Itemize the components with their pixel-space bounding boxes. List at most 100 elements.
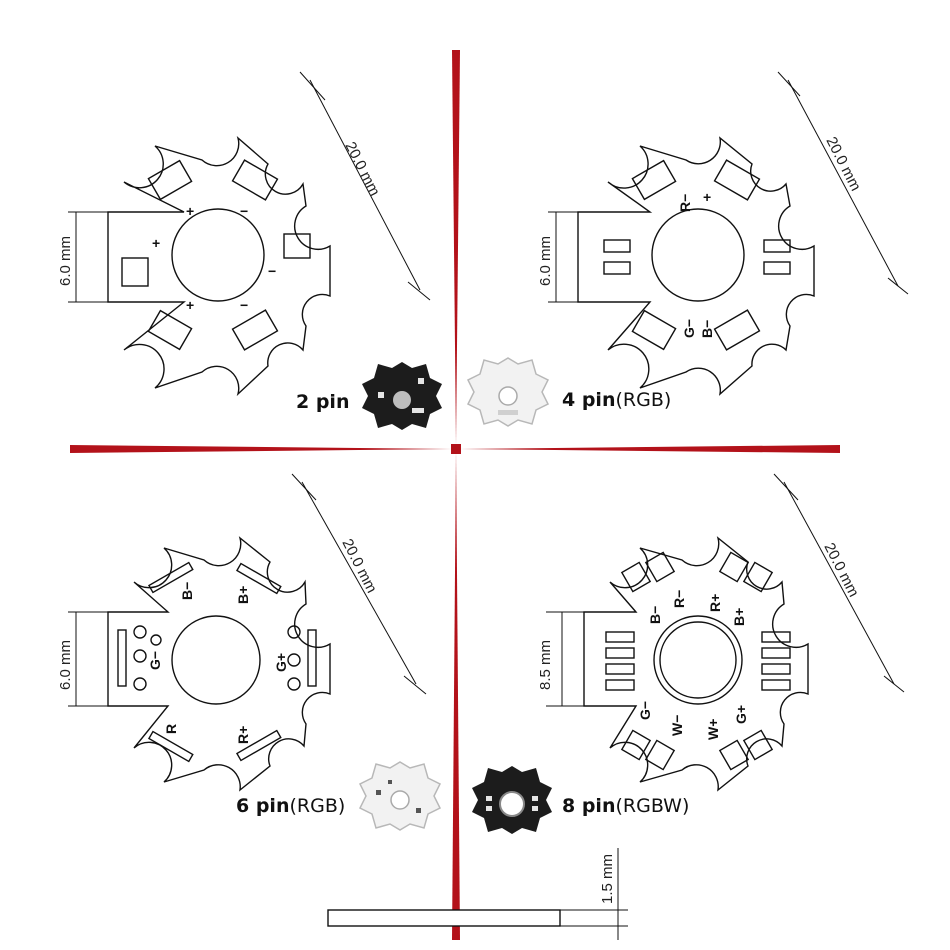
pad-hole bbox=[287, 677, 301, 691]
caption-6pin: 6 pin(RGB) bbox=[236, 795, 345, 817]
board-4pin-outline bbox=[577, 136, 815, 396]
pad bbox=[718, 739, 750, 771]
pad bbox=[283, 233, 311, 259]
board-4pin-led-pad bbox=[651, 208, 745, 302]
pad bbox=[631, 159, 677, 201]
pad bbox=[603, 261, 631, 275]
photo-pad bbox=[418, 378, 424, 384]
dim-outer: 20.0 mm bbox=[341, 139, 383, 199]
dim-inner: 6.0 mm bbox=[57, 236, 74, 286]
dim-line bbox=[777, 71, 801, 97]
photo-pad bbox=[416, 808, 421, 813]
board-8pin-led-ring bbox=[659, 621, 737, 699]
label-w-plus: W+ bbox=[705, 719, 721, 740]
pad bbox=[761, 631, 791, 643]
label-r: R bbox=[163, 724, 179, 734]
label-r-minus: R− bbox=[677, 194, 693, 212]
photo-pad bbox=[378, 392, 384, 398]
dim-outer: 20.0 mm bbox=[338, 536, 380, 596]
label-g-minus: G− bbox=[147, 651, 163, 670]
label-r-minus: R− bbox=[671, 590, 687, 608]
board-2pin-outline bbox=[107, 135, 331, 397]
pad bbox=[620, 561, 652, 593]
divider-center bbox=[451, 444, 461, 454]
dim-line bbox=[787, 79, 899, 287]
label-b-minus: B− bbox=[647, 606, 663, 624]
photo-led bbox=[499, 791, 525, 817]
dim-inner: 8.5 mm bbox=[537, 640, 554, 690]
label-b-plus: B+ bbox=[731, 608, 747, 626]
board-2pin-led-pad bbox=[171, 208, 265, 302]
pad-hole bbox=[133, 649, 147, 663]
pad bbox=[605, 663, 635, 675]
label-minus: − bbox=[268, 263, 276, 279]
divider-cross bbox=[70, 50, 840, 940]
pad bbox=[605, 679, 635, 691]
pad bbox=[147, 159, 193, 201]
pad bbox=[713, 309, 761, 351]
pad bbox=[620, 729, 652, 761]
photo-pad bbox=[412, 408, 424, 413]
photo-pad bbox=[376, 790, 381, 795]
dim-inner: 6.0 mm bbox=[537, 236, 554, 286]
pad bbox=[644, 551, 676, 583]
pad bbox=[761, 679, 791, 691]
board-side-view bbox=[327, 909, 561, 927]
caption-4pin: 4 pin(RGB) bbox=[562, 389, 671, 411]
photo-led bbox=[390, 790, 410, 810]
pad bbox=[713, 159, 761, 201]
thickness-detail: 1.5 mm bbox=[327, 848, 628, 940]
pad bbox=[605, 631, 635, 643]
photo-pad bbox=[532, 806, 538, 811]
pad-hole bbox=[133, 625, 147, 639]
label-b-plus: B+ bbox=[235, 586, 251, 604]
label-plus: + bbox=[152, 235, 160, 251]
dim-outer: 20.0 mm bbox=[822, 134, 864, 194]
dim-line bbox=[403, 675, 427, 695]
pad bbox=[117, 629, 127, 687]
pad bbox=[235, 729, 282, 762]
pad bbox=[742, 561, 774, 593]
photo-pad bbox=[388, 780, 392, 784]
pad bbox=[761, 647, 791, 659]
board-2pin: + + + − − − 6.0 mm 20.0 mm 2 pin bbox=[57, 71, 442, 430]
pad bbox=[631, 309, 677, 351]
label-minus: − bbox=[240, 297, 248, 313]
pad-hole bbox=[150, 634, 162, 646]
photo-pad bbox=[532, 796, 538, 801]
board-2pin-photo bbox=[362, 362, 442, 430]
board-6pin-outline bbox=[107, 536, 331, 792]
label-g-minus: G− bbox=[637, 701, 653, 720]
label-b-minus: B− bbox=[699, 320, 715, 338]
label-plus: + bbox=[703, 189, 711, 205]
pad bbox=[147, 309, 193, 351]
pad bbox=[644, 739, 676, 771]
divider-bottom bbox=[452, 450, 460, 940]
pad bbox=[147, 730, 194, 763]
dim-line bbox=[407, 281, 431, 301]
dim-inner: 6.0 mm bbox=[57, 640, 74, 690]
label-minus: − bbox=[240, 203, 248, 219]
label-plus: + bbox=[186, 203, 194, 219]
board-6pin-photo bbox=[358, 761, 442, 831]
photo-pad bbox=[498, 410, 518, 415]
dim-line bbox=[301, 481, 417, 685]
board-6pin: B− B+ G− G+ R R+ 6.0 mm 20.0 mm 6 pin(RG… bbox=[57, 473, 442, 831]
dim-outer: 20.0 mm bbox=[820, 540, 862, 600]
pad bbox=[231, 159, 279, 201]
dim-line bbox=[309, 79, 421, 291]
divider-right bbox=[460, 445, 840, 453]
board-8pin-outline bbox=[583, 536, 809, 792]
pad bbox=[603, 239, 631, 253]
dim-line bbox=[773, 473, 799, 501]
pad bbox=[235, 562, 282, 595]
photo-led bbox=[498, 386, 518, 406]
label-g-plus: G+ bbox=[733, 705, 749, 724]
label-b-minus: B− bbox=[179, 582, 195, 600]
board-4pin-photo bbox=[466, 357, 550, 427]
dim-line bbox=[299, 71, 326, 101]
divider-left bbox=[70, 445, 452, 453]
label-r-plus: R+ bbox=[235, 726, 251, 744]
